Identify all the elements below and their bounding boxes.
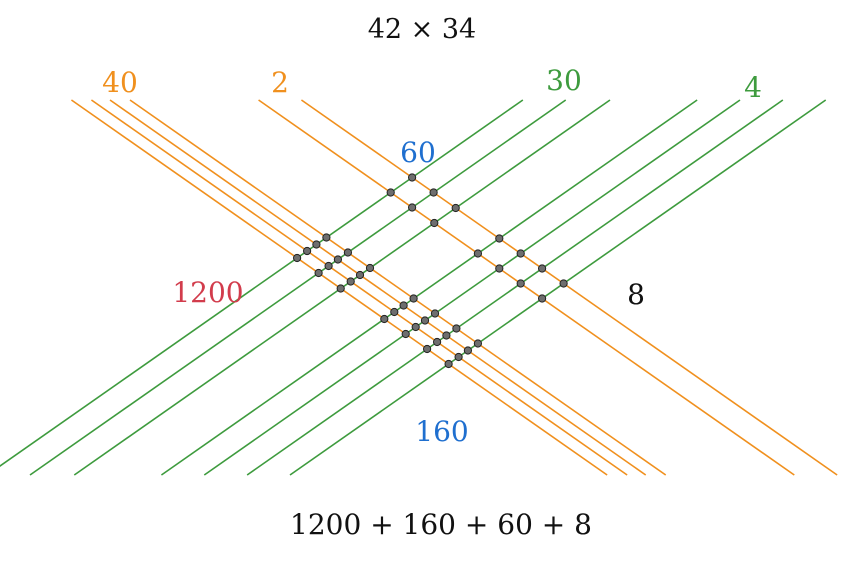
intersection-dot-14 xyxy=(454,352,463,362)
intersection-dot-35 xyxy=(538,294,547,303)
intersection-dot-27 xyxy=(452,324,461,333)
orange-line-5 xyxy=(258,99,795,476)
green-line-6 xyxy=(246,99,784,476)
partial-label-60: 60 xyxy=(400,136,436,169)
orange-line-group xyxy=(70,99,838,476)
intersection-dot-23 xyxy=(343,248,352,257)
orange-line-6 xyxy=(300,99,838,476)
intersection-dot-20 xyxy=(442,331,451,340)
intersection-dot-36 xyxy=(408,173,417,182)
intersection-dot-16 xyxy=(333,255,342,264)
green-line-5 xyxy=(203,99,741,476)
factor-label-30: 30 xyxy=(546,64,582,97)
intersection-dot-9 xyxy=(324,261,333,271)
partial-label-160: 160 xyxy=(415,415,468,448)
intersection-dot-10 xyxy=(346,277,355,286)
intersection-dot-30 xyxy=(408,203,417,212)
factor-label-4: 4 xyxy=(744,71,762,104)
intersection-dot-33 xyxy=(495,264,504,273)
intersection-dot-31 xyxy=(430,218,439,228)
intersection-dot-24 xyxy=(365,263,375,273)
green-line-2 xyxy=(29,99,567,476)
intersection-dot-29 xyxy=(386,188,395,197)
intersection-dot-5 xyxy=(401,329,410,339)
intersection-dot-13 xyxy=(433,337,442,347)
intersection-dot-15 xyxy=(312,240,321,249)
intersection-dot-7 xyxy=(444,359,453,369)
intersection-dot-40 xyxy=(516,249,525,258)
intersection-dot-21 xyxy=(463,346,472,355)
intersection-dot-34 xyxy=(516,279,525,288)
intersection-dot-41 xyxy=(538,264,547,273)
intersection-dot-39 xyxy=(495,234,504,243)
intersection-dot-42 xyxy=(559,279,568,288)
intersection-dot-38 xyxy=(451,203,460,213)
intersection-dot-1 xyxy=(293,253,302,263)
intersection-dots xyxy=(293,173,568,369)
partial-label-8: 8 xyxy=(627,278,645,311)
orange-line-3 xyxy=(109,99,647,476)
intersection-dot-6 xyxy=(423,344,432,354)
partial-label-1200: 1200 xyxy=(172,276,243,309)
factor-label-2: 2 xyxy=(271,66,289,99)
green-line-7 xyxy=(289,99,827,476)
intersection-dot-32 xyxy=(473,249,482,258)
title-expression: 42 × 34 xyxy=(368,14,477,45)
intersection-dot-28 xyxy=(473,339,482,348)
intersection-dot-8 xyxy=(303,246,312,256)
orange-line-4 xyxy=(129,99,667,476)
green-line-4 xyxy=(160,99,698,476)
intersection-dot-12 xyxy=(411,322,420,332)
intersection-dot-19 xyxy=(420,316,430,325)
intersection-dot-3 xyxy=(336,284,345,293)
intersection-dot-22 xyxy=(322,233,331,242)
intersection-dot-37 xyxy=(429,188,438,197)
intersection-dot-11 xyxy=(390,307,399,317)
factor-label-40: 40 xyxy=(102,66,138,99)
intersection-dot-26 xyxy=(430,309,440,318)
intersection-dot-4 xyxy=(380,314,389,324)
orange-line-2 xyxy=(90,99,628,476)
intersection-dot-18 xyxy=(399,301,408,310)
intersection-dot-25 xyxy=(409,294,418,303)
result-expression: 1200 + 160 + 60 + 8 xyxy=(290,508,592,541)
green-line-1 xyxy=(0,99,524,467)
intersection-dot-2 xyxy=(314,268,323,278)
intersection-dot-17 xyxy=(355,270,365,280)
